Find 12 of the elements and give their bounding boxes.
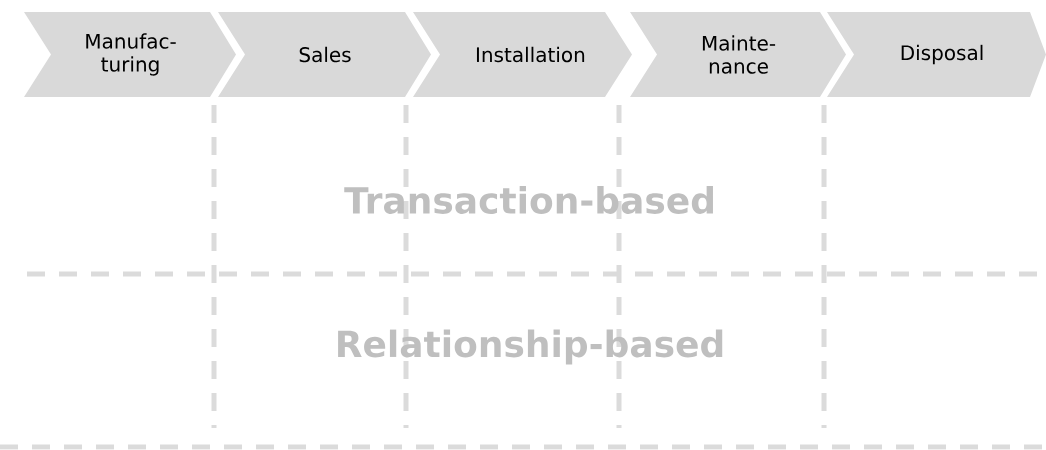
node-label: Mainte- nance [702,35,776,74]
process-step: Mainte- nance [630,12,846,97]
process-step: Manufac- turing [24,12,236,97]
node-label: Disposal [901,44,983,65]
process-step: Installation [413,12,632,97]
node-label: Installation [476,46,585,63]
row-label: Transaction-based [344,186,713,214]
process-step: Sales [218,12,431,97]
process-step: Disposal [827,12,1046,97]
node-label: Sales [299,46,351,63]
node-label: Manufac- turing [86,33,176,76]
row-label: Relationship-based [338,329,723,365]
